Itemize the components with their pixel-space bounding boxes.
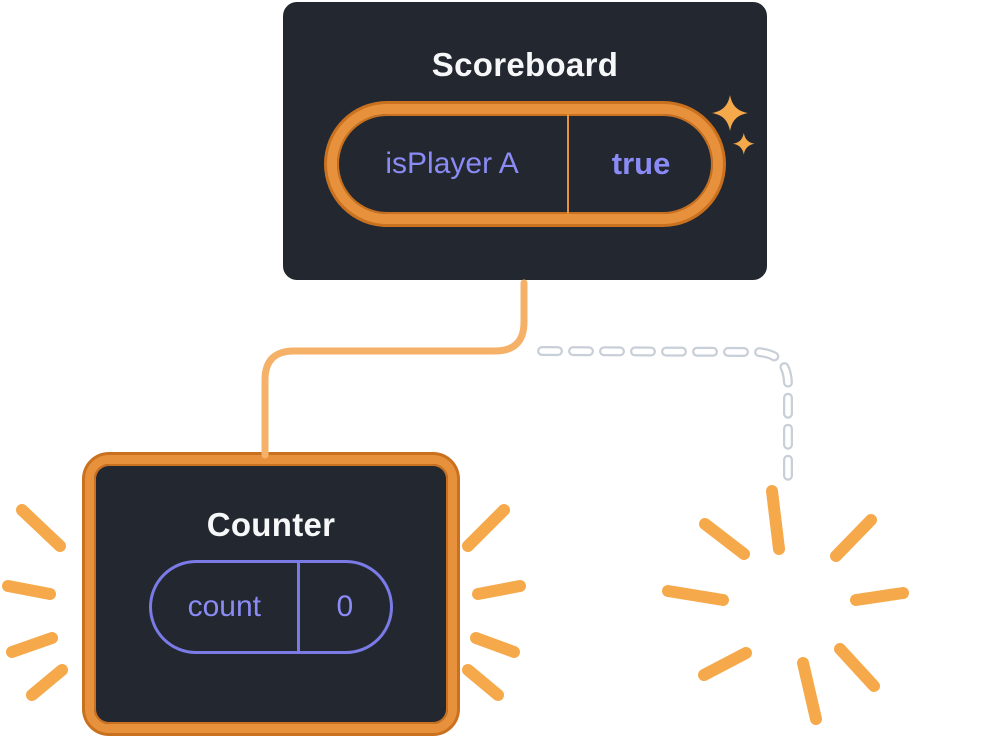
scoreboard-state-key: isPlayer A	[385, 147, 519, 180]
counter-title: Counter	[206, 506, 336, 543]
scoreboard-state-value: true	[611, 146, 671, 181]
counter-state-value: 0	[336, 590, 354, 623]
flash-rays-left-icon	[2, 504, 68, 701]
flash-rays-right-icon	[462, 504, 526, 701]
edge-scoreboard-to-removed	[537, 346, 793, 491]
edge-scoreboard-to-counter	[261, 279, 528, 459]
counter-state-key: count	[187, 590, 261, 623]
counter-pill-divider	[296, 563, 300, 651]
scoreboard-pill-divider	[567, 114, 570, 214]
poof-burst-icon	[662, 485, 909, 725]
counter-state-pill: count 0	[149, 560, 393, 654]
scoreboard-state-pill: isPlayer A true	[327, 104, 723, 224]
counter-component-card: Counter count 0	[85, 455, 457, 733]
scoreboard-title: Scoreboard	[431, 46, 619, 83]
scoreboard-component-card: Scoreboard isPlayer A true	[281, 0, 769, 282]
